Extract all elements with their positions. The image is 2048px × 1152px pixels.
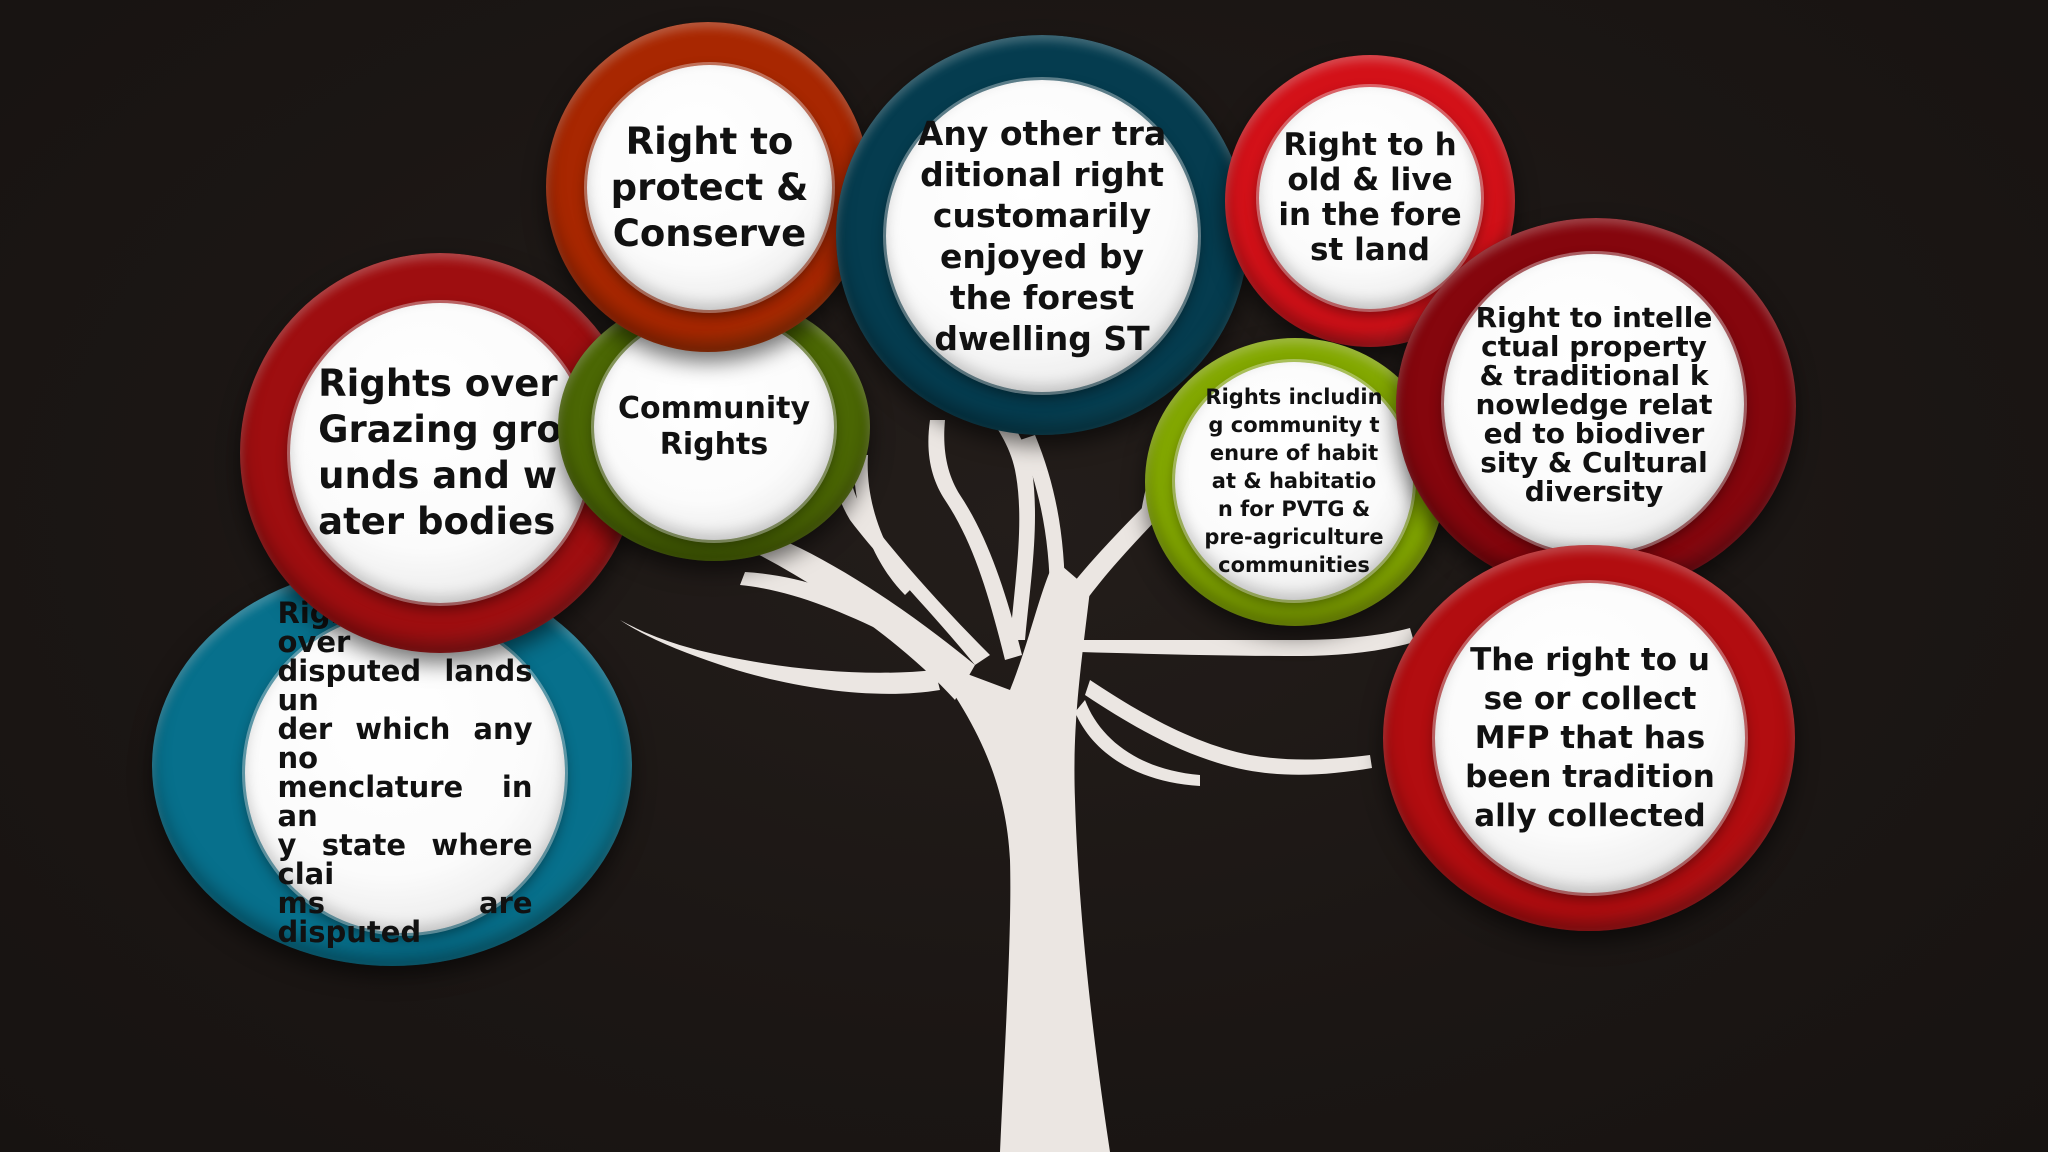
tree-branch-right-2 <box>1080 628 1414 656</box>
node-hold-live-text: Right to h old & live in the fore st lan… <box>1278 127 1462 268</box>
node-mfp-text: The right to u se or collect MFP that ha… <box>1465 641 1715 834</box>
node-disputed-lands-text: Right in or over disputed lands un der w… <box>277 599 533 949</box>
node-intellectual-property-text: Right to intelle ctual property & tradit… <box>1475 300 1713 508</box>
node-traditional-right-text: Any other tra ditional right customarily… <box>917 114 1167 358</box>
tree-branch-right-3 <box>1085 680 1372 775</box>
tree-branch-left <box>620 505 975 700</box>
node-habitat-pvtg: Rights includin g community t enure of h… <box>1145 338 1445 626</box>
tree-branch-lower-left <box>620 620 940 694</box>
tree-branch-lower-left-2 <box>740 572 910 640</box>
tree-trunk <box>930 560 1110 1152</box>
tree-branch-center-3 <box>1020 435 1065 600</box>
node-mfp: The right to u se or collect MFP that ha… <box>1383 545 1795 931</box>
node-grazing-text: Rights over Grazing gro unds and w ater … <box>318 362 562 543</box>
node-habitat-pvtg-text: Rights includin g community t enure of h… <box>1204 385 1384 577</box>
node-protect-conserve: Right to protect & Conserve <box>546 22 870 352</box>
tree-branch-right-4 <box>1075 700 1200 786</box>
tree-branch-center <box>928 420 1022 660</box>
node-traditional-right: Any other tra ditional right customarily… <box>836 35 1248 435</box>
tree-branch-center-2 <box>985 405 1035 640</box>
node-protect-conserve-text: Right to protect & Conserve <box>610 119 809 255</box>
tree-branch-center-left <box>833 440 990 665</box>
node-intellectual-property: Right to intelle ctual property & tradit… <box>1396 218 1796 594</box>
tree-branch-center-left-2 <box>854 455 915 595</box>
node-community-rights-text: Community Rights <box>617 391 811 462</box>
